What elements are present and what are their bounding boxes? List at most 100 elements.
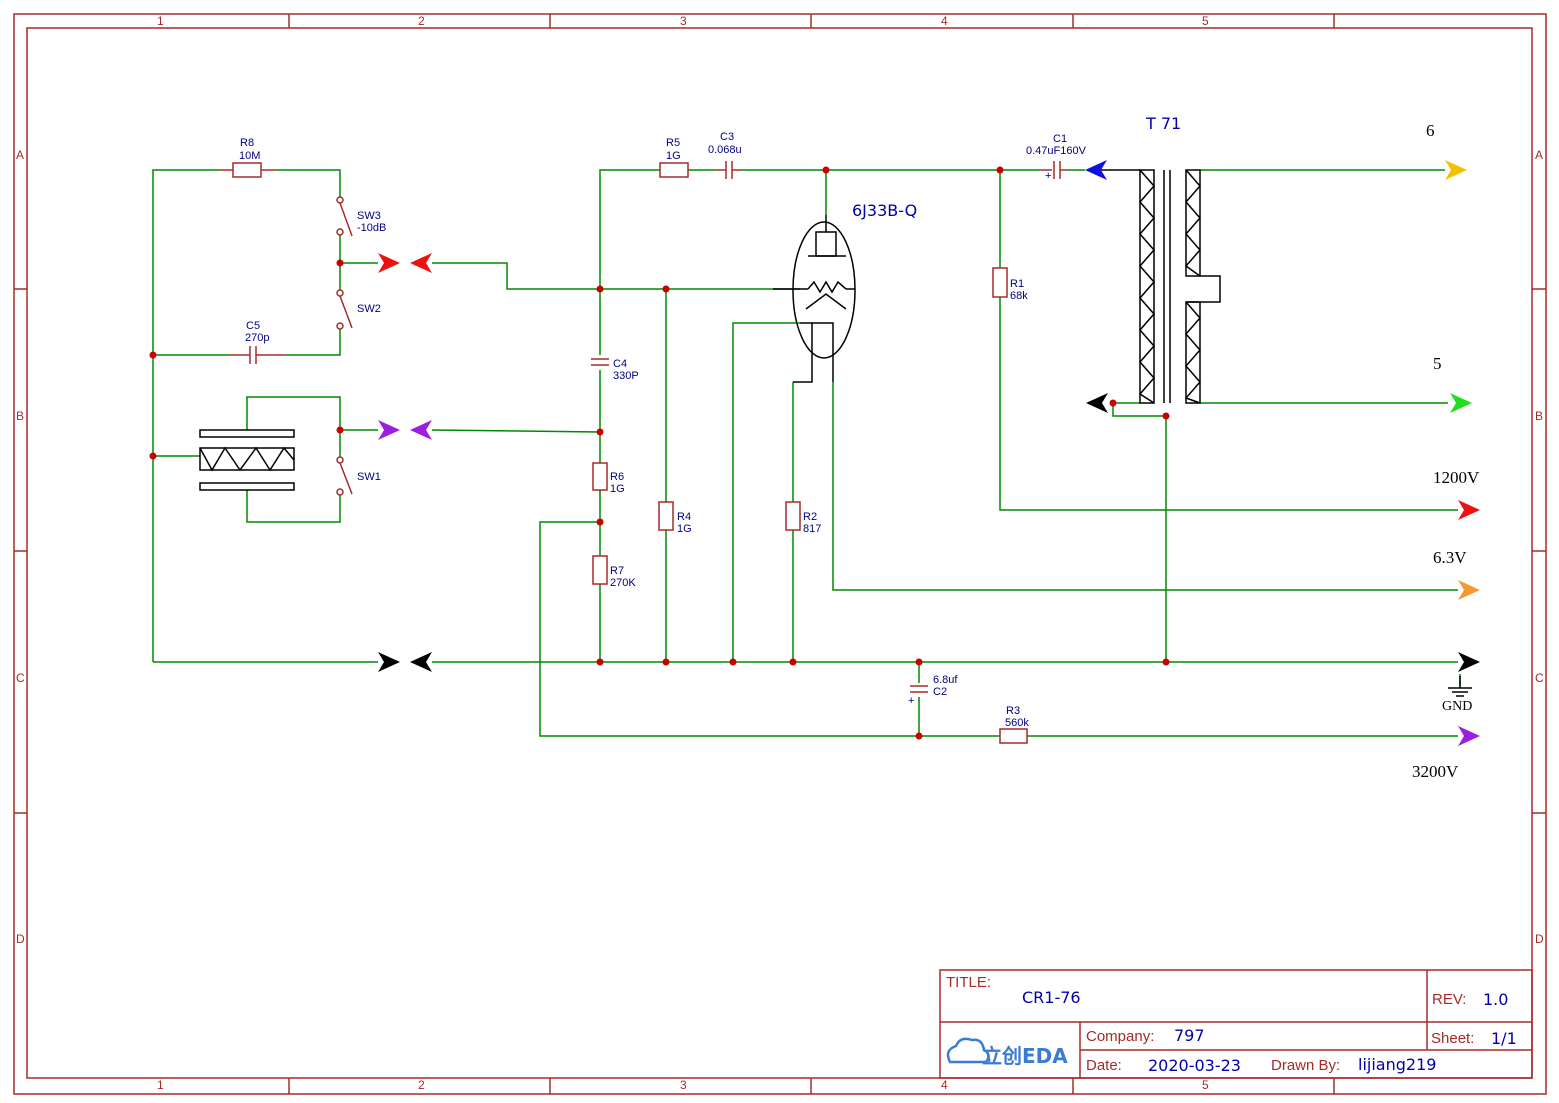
- drawn-by-key: Drawn By:: [1271, 1057, 1340, 1074]
- wires: [152, 169, 1461, 737]
- transformer-ref: T 71: [1145, 114, 1181, 133]
- row-label-right-d: D: [1535, 932, 1544, 946]
- tube-ref: 6J33B-Q: [852, 201, 917, 220]
- resistor-r7: R7 270K: [592, 555, 636, 589]
- c5-value: 270p: [245, 332, 269, 344]
- company-value: 797: [1174, 1026, 1205, 1045]
- junctions: [149, 166, 1170, 740]
- drawn-by-value: lijiang219: [1358, 1055, 1436, 1074]
- port-3200v: [1458, 726, 1480, 746]
- title-block: TITLE: CR1-76 REV: 1.0 Company: 797 Shee…: [939, 969, 1533, 1079]
- port-purple-right: [378, 420, 400, 440]
- c3-value: 0.068u: [708, 144, 742, 156]
- r7-value: 270K: [610, 577, 636, 589]
- col-label-bottom-1: 1: [157, 1078, 164, 1092]
- ground-symbol: GND: [1442, 676, 1472, 714]
- r8-ref: R8: [240, 137, 254, 149]
- c1-ref: C1: [1053, 133, 1067, 145]
- c3-ref: C3: [720, 131, 734, 143]
- port-red-left: [410, 253, 432, 273]
- r8-value: 10M: [239, 150, 260, 162]
- frame-labels: 1 2 3 4 5 1 2 3 4 5 A B C D A B C D: [16, 14, 1544, 1092]
- port-6: [1445, 160, 1467, 180]
- capacitor-c3: C3 0.068u: [708, 131, 742, 179]
- col-label-top-1: 1: [157, 14, 164, 28]
- resistor-r4: R4 1G: [658, 501, 692, 535]
- c4-ref: C4: [613, 358, 627, 370]
- c1-plus: +: [1045, 170, 1051, 182]
- port-gnd: [1458, 652, 1480, 672]
- port-arrows: [378, 160, 1480, 746]
- sw1-ref: SW1: [357, 471, 381, 483]
- capacitor-c5: C5 270p: [230, 320, 285, 364]
- port-1200v: [1458, 500, 1480, 520]
- capacitor-c2: + 6.8uf C2: [908, 674, 958, 707]
- net-1200v-label: 1200V: [1433, 468, 1480, 487]
- switch-sw1: SW1: [336, 456, 381, 496]
- title-key: TITLE:: [946, 974, 991, 991]
- resistor-r2: R2 817: [785, 501, 821, 535]
- capacitor-c4: C4 330P: [591, 358, 639, 382]
- rev-key: REV:: [1432, 991, 1466, 1008]
- gnd-label: GND: [1442, 699, 1472, 714]
- row-label-left-a: A: [16, 148, 24, 162]
- r6-ref: R6: [610, 471, 624, 483]
- cloud-icon: [946, 1037, 990, 1064]
- r2-value: 817: [803, 523, 821, 535]
- r7-ref: R7: [610, 565, 624, 577]
- port-6-3v: [1458, 580, 1480, 600]
- switch-sw3: SW3 -10dB: [336, 196, 386, 237]
- col-label-bottom-2: 2: [418, 1078, 425, 1092]
- r5-value: 1G: [666, 150, 681, 162]
- col-label-top-3: 3: [680, 14, 687, 28]
- port-purple-left: [410, 420, 432, 440]
- piezo-element: [199, 429, 295, 491]
- r1-ref: R1: [1010, 278, 1024, 290]
- r5-ref: R5: [666, 137, 680, 149]
- row-label-left-c: C: [16, 671, 25, 685]
- net-6-3v-label: 6.3V: [1433, 548, 1467, 567]
- c2-ref: C2: [933, 686, 947, 698]
- col-label-bottom-4: 4: [941, 1078, 948, 1092]
- resistor-r1: R1 68k: [992, 267, 1028, 302]
- resistor-r5: R5 1G: [659, 137, 689, 178]
- logo-text: 立创EDA: [982, 1044, 1068, 1068]
- r4-ref: R4: [677, 511, 691, 523]
- resistor-r3: R3 560k: [999, 705, 1029, 744]
- sheet-frame: [13, 13, 1547, 1095]
- sheet-key: Sheet:: [1431, 1030, 1474, 1047]
- eda-logo: 立创EDA: [946, 1037, 1068, 1068]
- port-5: [1450, 393, 1472, 413]
- r4-value: 1G: [677, 523, 692, 535]
- r6-value: 1G: [610, 483, 625, 495]
- r1-value: 68k: [1010, 290, 1028, 302]
- rev-value: 1.0: [1483, 990, 1508, 1009]
- c5-ref: C5: [246, 320, 260, 332]
- date-key: Date:: [1086, 1057, 1122, 1074]
- c4-value: 330P: [613, 370, 639, 382]
- c1-value: 0.47uF160V: [1026, 145, 1087, 157]
- net-labels: 6 5 1200V 6.3V 3200V: [1412, 121, 1480, 781]
- col-label-bottom-3: 3: [680, 1078, 687, 1092]
- vacuum-tube: 6J33B-Q: [773, 201, 917, 383]
- row-label-left-d: D: [16, 932, 25, 946]
- port-red-right: [378, 253, 400, 273]
- net-3200v-label: 3200V: [1412, 762, 1459, 781]
- date-value: 2020-03-23: [1148, 1056, 1241, 1075]
- net-6-label: 6: [1426, 121, 1435, 140]
- col-label-bottom-5: 5: [1202, 1078, 1209, 1092]
- col-label-top-5: 5: [1202, 14, 1209, 28]
- row-label-right-a: A: [1535, 148, 1543, 162]
- resistor-r8: R8 10M: [220, 137, 275, 178]
- c2-plus: +: [908, 695, 914, 707]
- c2-value: 6.8uf: [933, 674, 958, 686]
- port-blue-left: [1085, 160, 1107, 180]
- transformer-t71: T 71: [1097, 114, 1221, 404]
- r2-ref: R2: [803, 511, 817, 523]
- port-black-left: [410, 652, 432, 672]
- resistor-r6: R6 1G: [592, 462, 625, 495]
- r3-ref: R3: [1006, 705, 1020, 717]
- sheet-value: 1/1: [1491, 1029, 1517, 1048]
- row-label-left-b: B: [16, 409, 24, 423]
